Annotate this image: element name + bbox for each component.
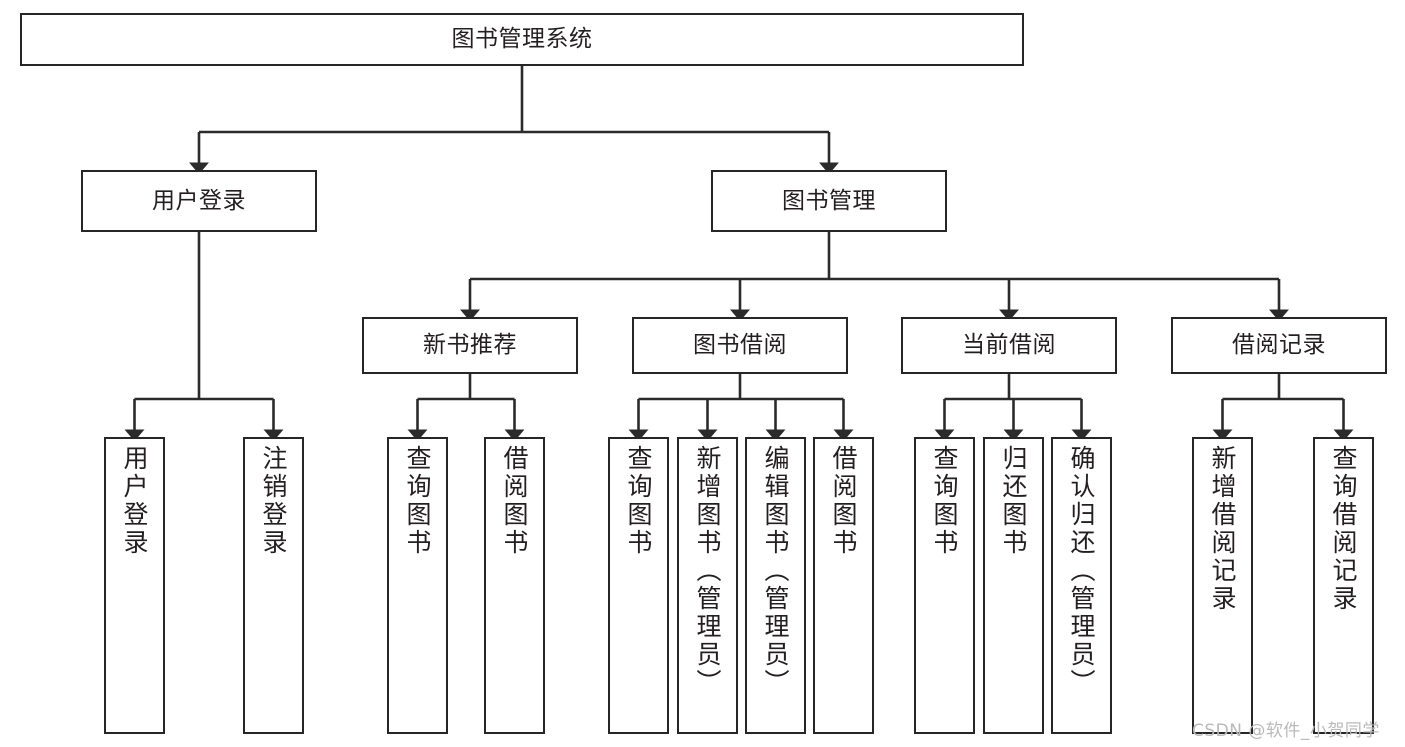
node-label: 图书管理 xyxy=(782,187,876,214)
csdn-watermark: CSDN @软件_小贺同学 xyxy=(1192,721,1380,741)
node-borrow: 图书借阅 xyxy=(632,317,848,374)
node-label: 用户登录 xyxy=(152,187,246,214)
node-leaf-borrow-book-2: 借阅图书 xyxy=(813,437,874,734)
node-label: 借阅图书 xyxy=(829,445,858,557)
node-bookmgmt: 图书管理 xyxy=(711,170,947,232)
node-leaf-edit-book: 编辑图书（管理员） xyxy=(745,437,806,734)
node-leaf-user-login: 用户登录 xyxy=(104,437,165,734)
node-label: 新书推荐 xyxy=(423,332,517,359)
node-leaf-query-book-1: 查询图书 xyxy=(387,437,448,734)
node-newbook: 新书推荐 xyxy=(362,317,578,374)
node-label: 编辑图书（管理员） xyxy=(761,445,790,697)
node-label: 用户登录 xyxy=(120,445,149,557)
node-label: 图书管理系统 xyxy=(451,26,593,53)
node-leaf-query-book-3: 查询图书 xyxy=(914,437,975,734)
node-label: 归还图书 xyxy=(999,445,1028,557)
node-label: 图书借阅 xyxy=(693,332,787,359)
node-label: 新增借阅记录 xyxy=(1208,445,1237,613)
node-label: 查询借阅记录 xyxy=(1329,445,1358,613)
node-label: 查询图书 xyxy=(624,445,653,557)
node-leaf-query-book-2: 查询图书 xyxy=(608,437,669,734)
node-label: 注销登录 xyxy=(259,445,288,557)
node-label: 查询图书 xyxy=(930,445,959,557)
node-leaf-add-book: 新增图书（管理员） xyxy=(677,437,738,734)
node-label: 确认归还（管理员） xyxy=(1067,445,1096,697)
node-label: 查询图书 xyxy=(403,445,432,557)
node-records: 借阅记录 xyxy=(1171,317,1387,374)
node-label: 新增图书（管理员） xyxy=(693,445,722,697)
node-leaf-confirm-return: 确认归还（管理员） xyxy=(1051,437,1112,734)
node-label: 当前借阅 xyxy=(962,332,1056,359)
node-leaf-user-logout: 注销登录 xyxy=(243,437,304,734)
node-label: 借阅图书 xyxy=(500,445,529,557)
node-leaf-return-book: 归还图书 xyxy=(983,437,1044,734)
node-label: 借阅记录 xyxy=(1232,332,1326,359)
node-leaf-add-record: 新增借阅记录 xyxy=(1192,437,1253,734)
node-current: 当前借阅 xyxy=(901,317,1117,374)
node-leaf-borrow-book-1: 借阅图书 xyxy=(484,437,545,734)
node-root: 图书管理系统 xyxy=(20,13,1024,66)
node-login: 用户登录 xyxy=(81,170,317,232)
node-leaf-query-record: 查询借阅记录 xyxy=(1313,437,1374,734)
